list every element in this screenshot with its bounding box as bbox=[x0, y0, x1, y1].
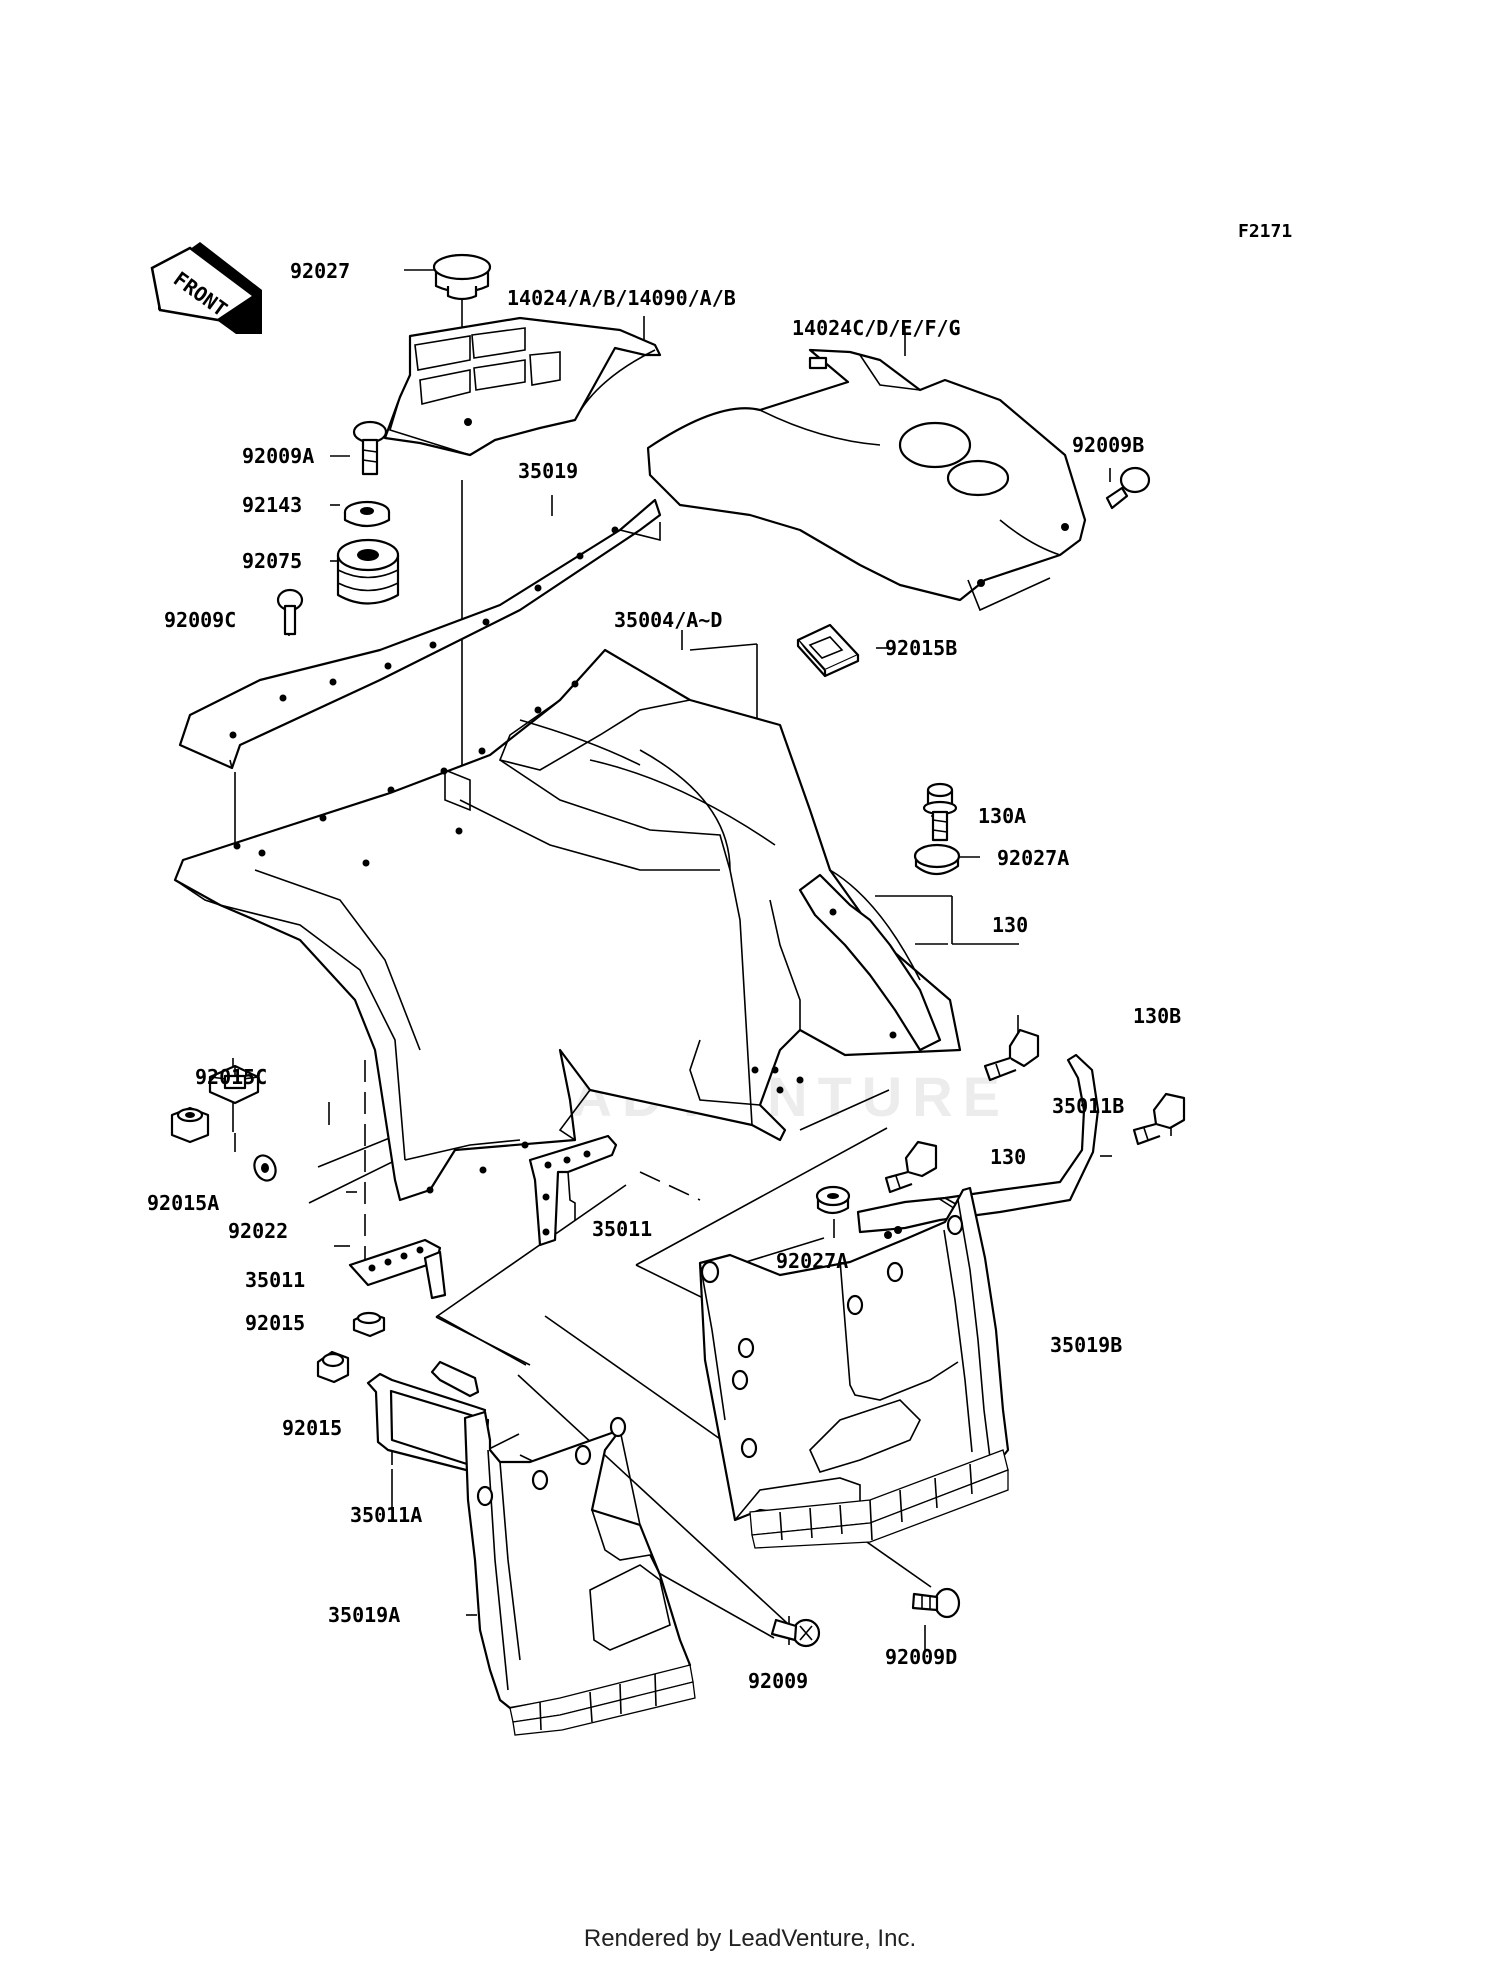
bolt-130-upper bbox=[983, 1028, 1040, 1082]
label-92009d: 92009D bbox=[885, 1645, 957, 1669]
label-130-upper: 130 bbox=[992, 913, 1028, 937]
bolt-130b bbox=[1132, 1092, 1186, 1146]
mud-flap-35019b bbox=[698, 1186, 1010, 1549]
screw-92009d bbox=[911, 1587, 961, 1619]
label-130a: 130A bbox=[978, 804, 1026, 828]
label-92015a: 92015A bbox=[147, 1191, 219, 1215]
screw-92009b bbox=[1105, 466, 1151, 510]
screw-92009 bbox=[770, 1618, 821, 1648]
label-35011-lower: 35011 bbox=[245, 1268, 305, 1292]
footer-credit: Rendered by LeadVenture, Inc. bbox=[584, 1925, 916, 1952]
label-130b: 130B bbox=[1133, 1004, 1181, 1028]
flap-35019 bbox=[178, 498, 662, 770]
bracket-35011-mid bbox=[528, 1134, 618, 1247]
label-35019a: 35019A bbox=[328, 1603, 400, 1627]
label-35011b: 35011B bbox=[1052, 1094, 1124, 1118]
label-35004: 35004/A~D bbox=[614, 608, 722, 632]
nut-92015-upper bbox=[352, 1311, 386, 1338]
nut-92015c bbox=[208, 1064, 260, 1105]
fender-35004 bbox=[173, 648, 962, 1202]
bolt-130-lower bbox=[884, 1140, 938, 1194]
label-14024c: 14024C/D/E/F/G bbox=[792, 316, 961, 340]
part-labels: 92027 14024/A/B/14090/A/B 14024C/D/E/F/G… bbox=[147, 259, 1181, 1693]
front-arrow-icon: FRONT bbox=[150, 242, 262, 334]
washer-92027a-upper bbox=[913, 843, 961, 876]
bracket-35011-lower bbox=[348, 1238, 447, 1300]
label-35019b: 35019B bbox=[1050, 1333, 1122, 1357]
clip-92015b bbox=[796, 623, 860, 678]
figure-code: F2171 bbox=[1238, 221, 1292, 242]
label-92022: 92022 bbox=[228, 1219, 288, 1243]
label-92015b: 92015B bbox=[885, 636, 957, 660]
label-35011a: 35011A bbox=[350, 1503, 422, 1527]
label-92143: 92143 bbox=[242, 493, 302, 517]
label-92009: 92009 bbox=[748, 1669, 808, 1693]
top-cover-14024 bbox=[383, 316, 662, 457]
label-14024-14090: 14024/A/B/14090/A/B bbox=[507, 286, 736, 310]
label-92009b: 92009B bbox=[1072, 433, 1144, 457]
nut-92015-lower bbox=[316, 1350, 350, 1384]
top-cover-14024c bbox=[646, 348, 1087, 612]
bolt-130a bbox=[922, 782, 958, 842]
screw-92009c bbox=[276, 588, 304, 636]
label-35019: 35019 bbox=[518, 459, 578, 483]
label-92027: 92027 bbox=[290, 259, 350, 283]
label-92009a: 92009A bbox=[242, 444, 314, 468]
grommet-92075 bbox=[336, 538, 400, 605]
label-92015c: 92015C bbox=[195, 1065, 267, 1089]
washer-92143 bbox=[343, 500, 391, 528]
nut-92015a bbox=[170, 1106, 210, 1144]
label-130-lower: 130 bbox=[990, 1145, 1026, 1169]
washer-92022 bbox=[253, 1154, 277, 1182]
grommet-cap-92027 bbox=[432, 253, 492, 301]
label-35011-mid: 35011 bbox=[592, 1217, 652, 1241]
label-92027a-lower: 92027A bbox=[776, 1249, 848, 1273]
label-92075: 92075 bbox=[242, 549, 302, 573]
label-92015-lower: 92015 bbox=[282, 1416, 342, 1440]
label-92015-upper: 92015 bbox=[245, 1311, 305, 1335]
washer-92027a-lower bbox=[815, 1185, 851, 1215]
label-92027a-upper: 92027A bbox=[997, 846, 1069, 870]
label-92009c: 92009C bbox=[164, 608, 236, 632]
mud-flap-35019a bbox=[463, 1410, 696, 1736]
screw-92009a bbox=[352, 420, 388, 476]
